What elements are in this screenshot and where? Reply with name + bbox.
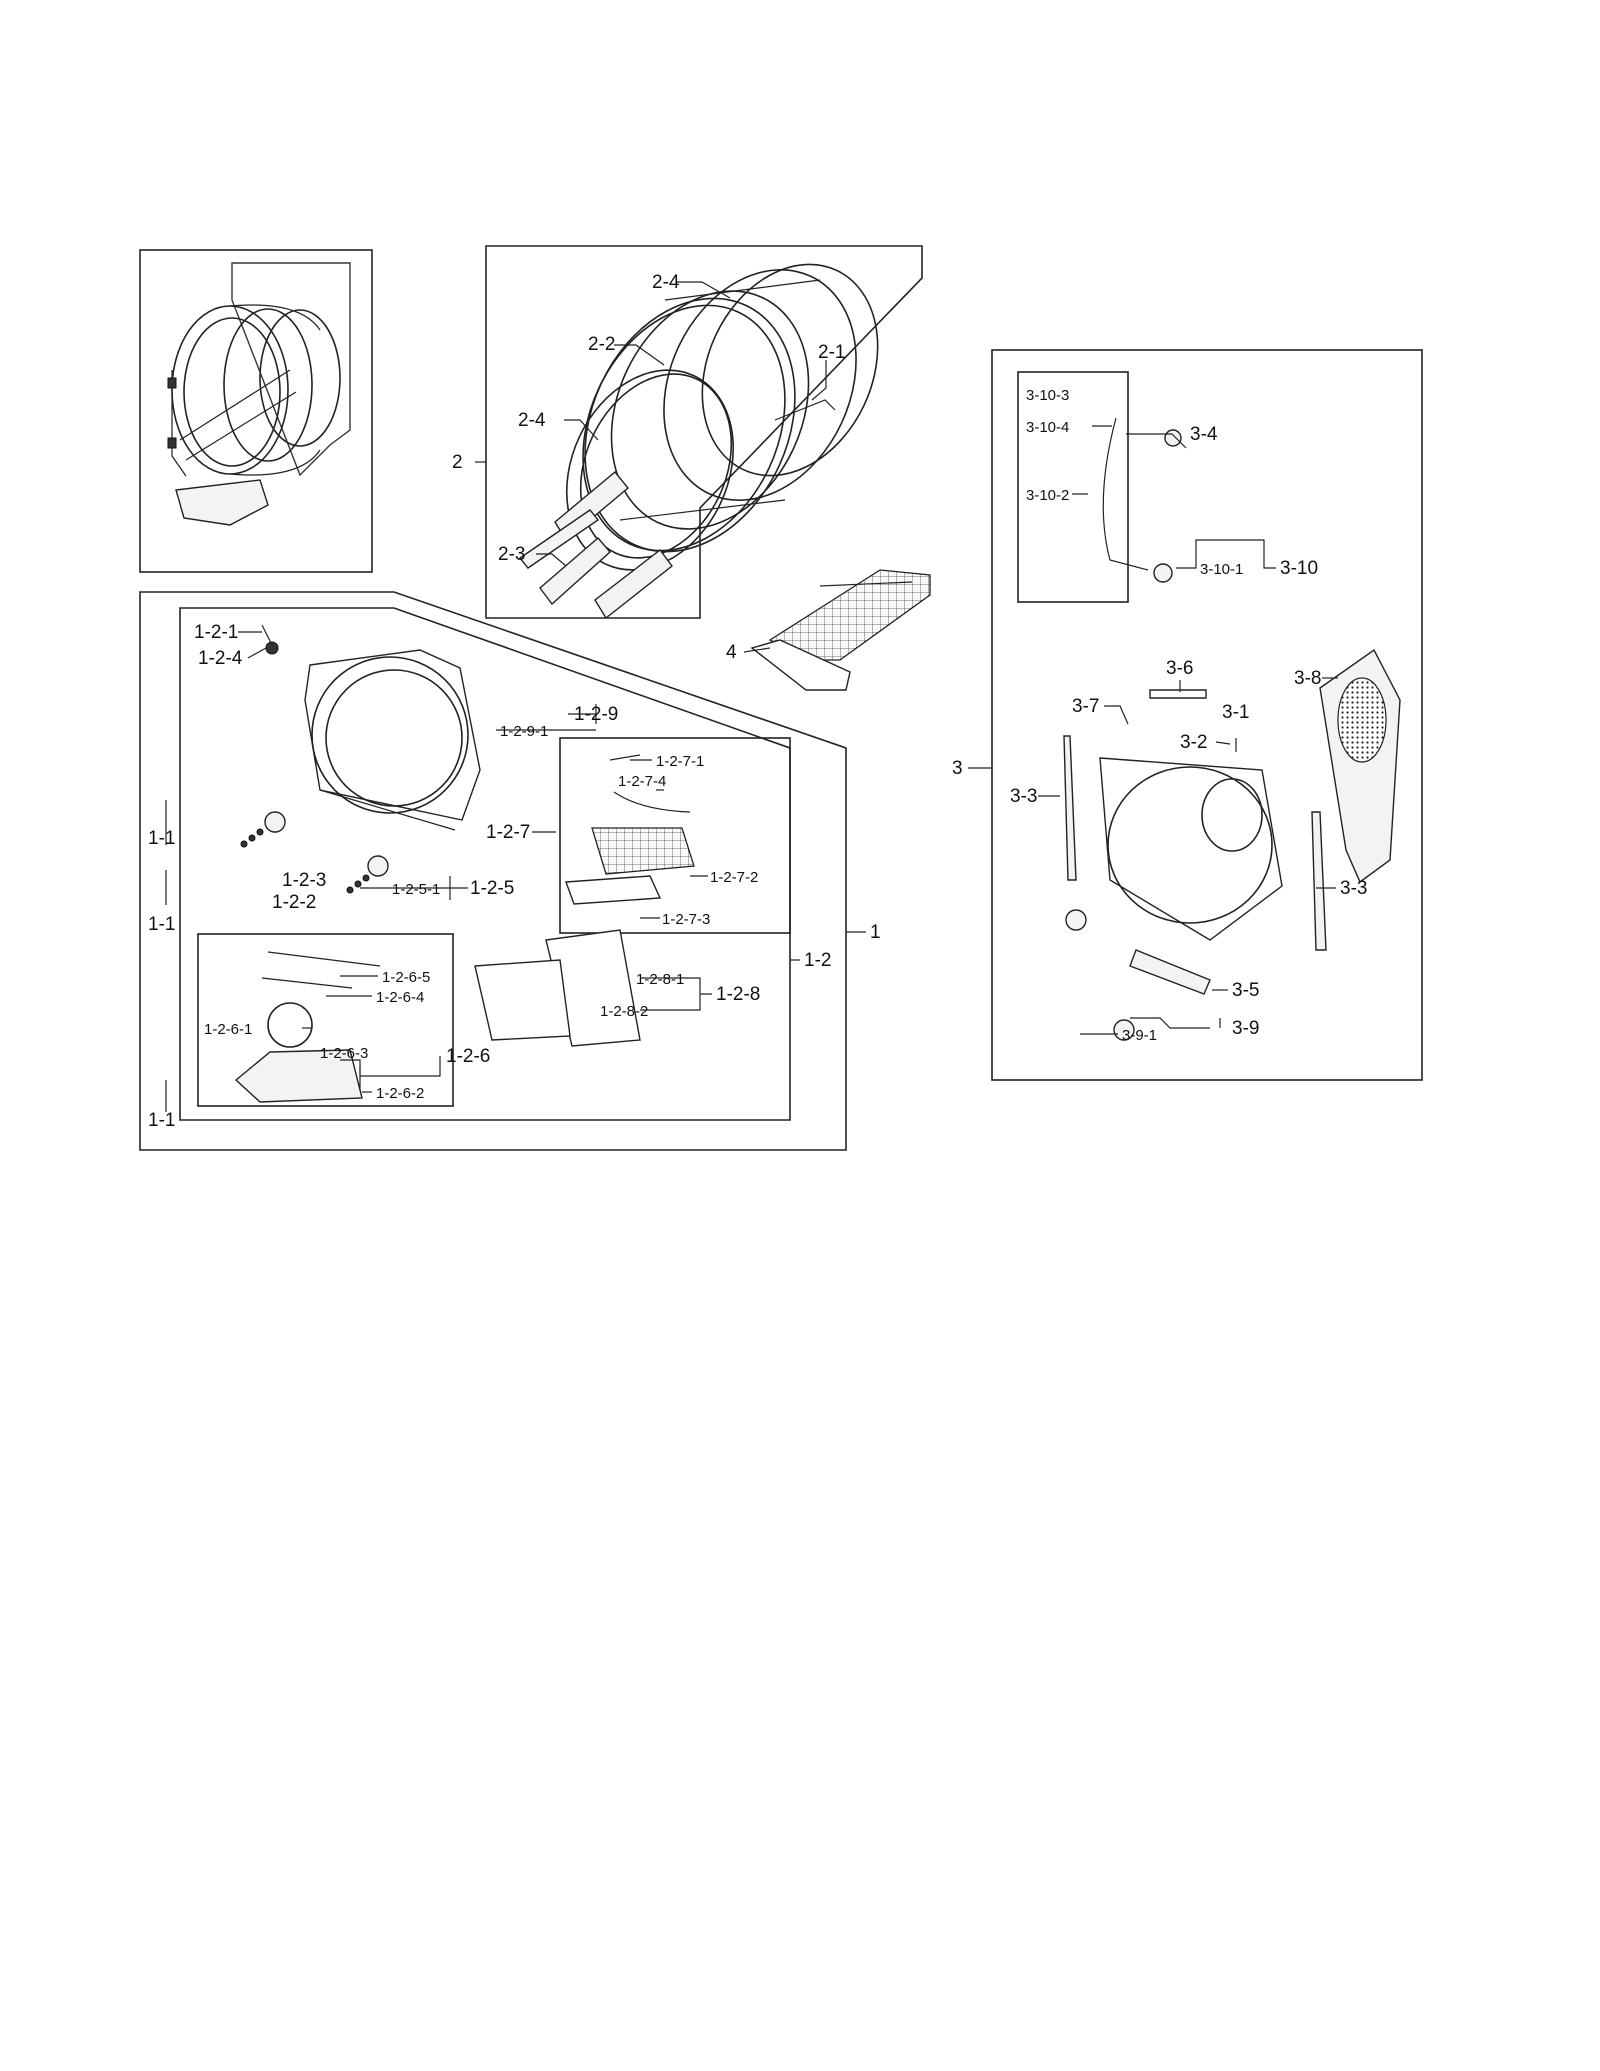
label-1-2-6-1: 1-2-6-1 bbox=[204, 1021, 252, 1038]
label-2-2: 2-2 bbox=[588, 334, 615, 355]
label-1-2-3: 1-2-3 bbox=[282, 870, 326, 891]
label-3-5: 3-5 bbox=[1232, 980, 1259, 1001]
label-1-2-1: 1-2-1 bbox=[194, 622, 238, 643]
label-1-2-7-1: 1-2-7-1 bbox=[656, 753, 704, 770]
label-1-2-9: 1-2-9 bbox=[574, 704, 618, 725]
label-3-10-3: 3-10-3 bbox=[1026, 387, 1069, 404]
label-3-10-2: 3-10-2 bbox=[1026, 487, 1069, 504]
label-3-9-1: 3-9-1 bbox=[1122, 1027, 1157, 1044]
label-3-1: 3-1 bbox=[1222, 702, 1249, 723]
label-1-2-8: 1-2-8 bbox=[716, 984, 760, 1005]
label-1-2-5-1: 1-2-5-1 bbox=[392, 881, 440, 898]
label-3-2: 3-2 bbox=[1180, 732, 1207, 753]
label-2-4-left: 2-4 bbox=[518, 410, 546, 431]
label-1-2-6-3: 1-2-6-3 bbox=[320, 1045, 368, 1062]
callout-labels: 2-4 2-2 2-1 2-4 2 2-3 4 1-2-1 1-2-4 1-2-… bbox=[148, 272, 1367, 1131]
label-1-2: 1-2 bbox=[804, 950, 831, 971]
label-1-1-b: 1-1 bbox=[148, 914, 175, 935]
label-1-2-6-4: 1-2-6-4 bbox=[376, 989, 424, 1006]
drum-group bbox=[485, 245, 923, 620]
label-4: 4 bbox=[726, 642, 737, 663]
label-3-3-right: 3-3 bbox=[1340, 878, 1367, 899]
label-1-2-7-3: 1-2-7-3 bbox=[662, 911, 710, 928]
label-1-2-5: 1-2-5 bbox=[470, 878, 514, 899]
label-2-4-top: 2-4 bbox=[652, 272, 680, 293]
label-2-3: 2-3 bbox=[498, 544, 525, 565]
label-3-10: 3-10 bbox=[1280, 558, 1318, 579]
label-2-1: 2-1 bbox=[818, 342, 845, 363]
label-1-2-7-4: 1-2-7-4 bbox=[618, 773, 666, 790]
label-3-3-left: 3-3 bbox=[1010, 786, 1037, 807]
label-1-2-4: 1-2-4 bbox=[198, 648, 243, 669]
label-3-6: 3-6 bbox=[1166, 658, 1193, 679]
label-1-1-a: 1-1 bbox=[148, 828, 175, 849]
label-1-2-6-2: 1-2-6-2 bbox=[376, 1085, 424, 1102]
callout-leaders bbox=[238, 281, 1338, 1093]
label-2: 2 bbox=[452, 452, 463, 473]
subassembly-1-2-8 bbox=[474, 929, 641, 1047]
label-3-10-1: 3-10-1 bbox=[1200, 561, 1243, 578]
label-3-4: 3-4 bbox=[1190, 424, 1218, 445]
label-1-2-6-5: 1-2-6-5 bbox=[382, 969, 430, 986]
assembly-thumbnail bbox=[139, 249, 373, 573]
label-1-2-2: 1-2-2 bbox=[272, 892, 316, 913]
front-group bbox=[139, 591, 847, 1151]
label-1-2-8-1: 1-2-8-1 bbox=[636, 971, 684, 988]
label-3-10-4: 3-10-4 bbox=[1026, 419, 1069, 436]
rear-group bbox=[991, 349, 1423, 1081]
subassembly-1-2-6 bbox=[197, 933, 454, 1107]
lint-filter bbox=[750, 569, 931, 691]
label-1-2-8-2: 1-2-8-2 bbox=[600, 1003, 648, 1020]
label-3: 3 bbox=[952, 758, 963, 779]
label-1: 1 bbox=[870, 922, 881, 943]
label-1-1-c: 1-1 bbox=[148, 1110, 175, 1131]
label-3-9: 3-9 bbox=[1232, 1018, 1259, 1039]
label-1-2-9-1: 1-2-9-1 bbox=[500, 723, 548, 740]
label-3-7: 3-7 bbox=[1072, 696, 1099, 717]
label-1-2-7-2: 1-2-7-2 bbox=[710, 869, 758, 886]
label-1-2-6: 1-2-6 bbox=[446, 1046, 490, 1067]
subassembly-1-2-7 bbox=[559, 737, 791, 934]
label-1-2-7: 1-2-7 bbox=[486, 822, 530, 843]
label-3-8: 3-8 bbox=[1294, 668, 1321, 689]
